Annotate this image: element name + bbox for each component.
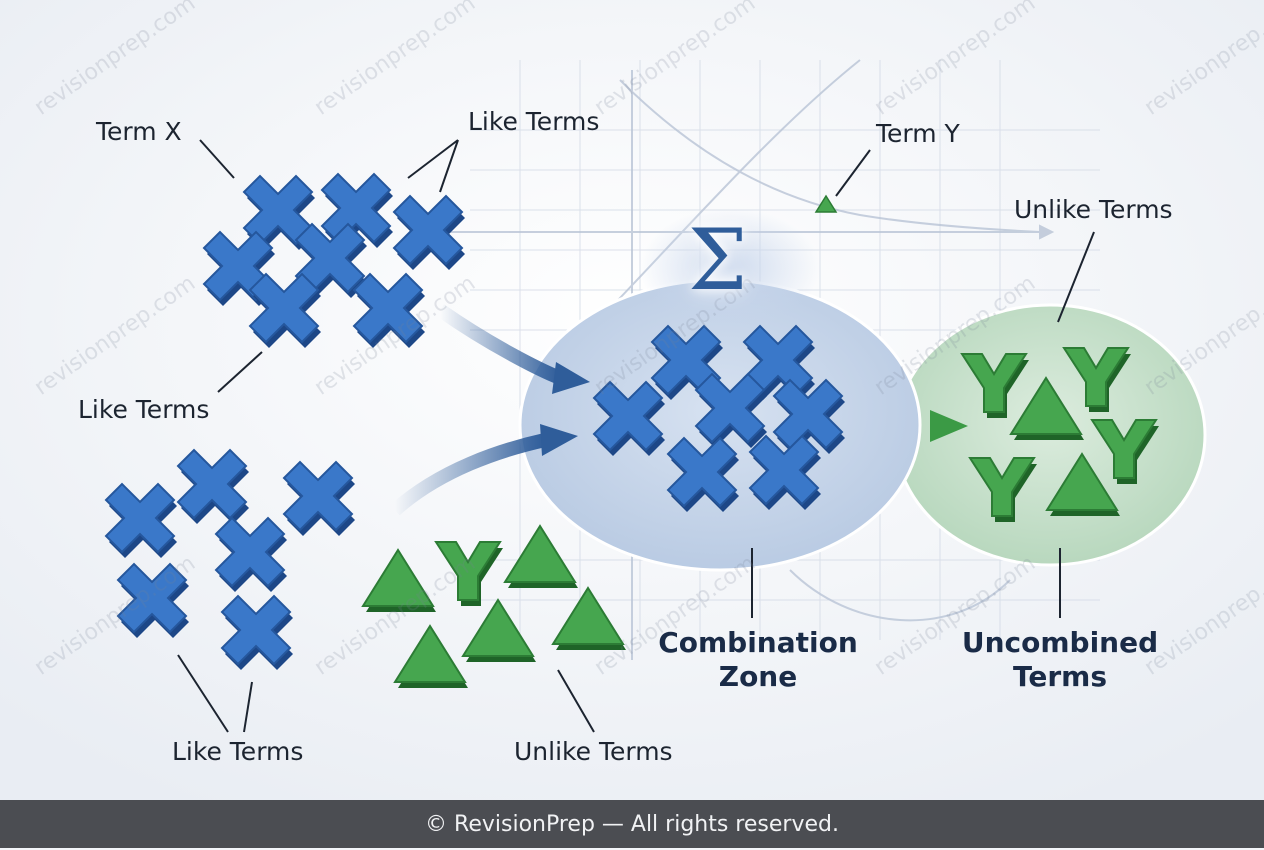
diagram-svg [0,0,1264,800]
diagram-canvas [0,0,1264,800]
label-like-terms-top: Like Terms [468,107,600,136]
label-term-y: Term Y [876,119,960,148]
arrow-like-terms-bottom [390,433,547,516]
sigma-glow [640,208,820,328]
label-term-x: Term X [96,117,182,146]
label-uncombined-terms-line2: Terms [1012,660,1108,694]
term-y-marker [814,194,838,213]
sigma-symbol: Σ [688,211,748,309]
label-uncombined-terms: Uncombined Terms [958,626,1162,694]
label-combination-zone-line1: Combination [658,626,858,659]
leader-lines [177,139,1095,733]
arrow-like-terms-top [435,304,563,385]
label-like-terms-left: Like Terms [78,395,210,424]
label-unlike-terms-right: Unlike Terms [1014,195,1173,224]
label-unlike-terms-bottom: Unlike Terms [514,737,673,766]
label-combination-zone-line2: Zone [718,660,798,694]
label-combination-zone: Combination Zone [658,626,858,694]
copyright-footer: © RevisionPrep — All rights reserved. [0,800,1264,848]
label-uncombined-terms-line1: Uncombined [961,626,1159,659]
label-like-terms-bottom: Like Terms [172,737,304,766]
